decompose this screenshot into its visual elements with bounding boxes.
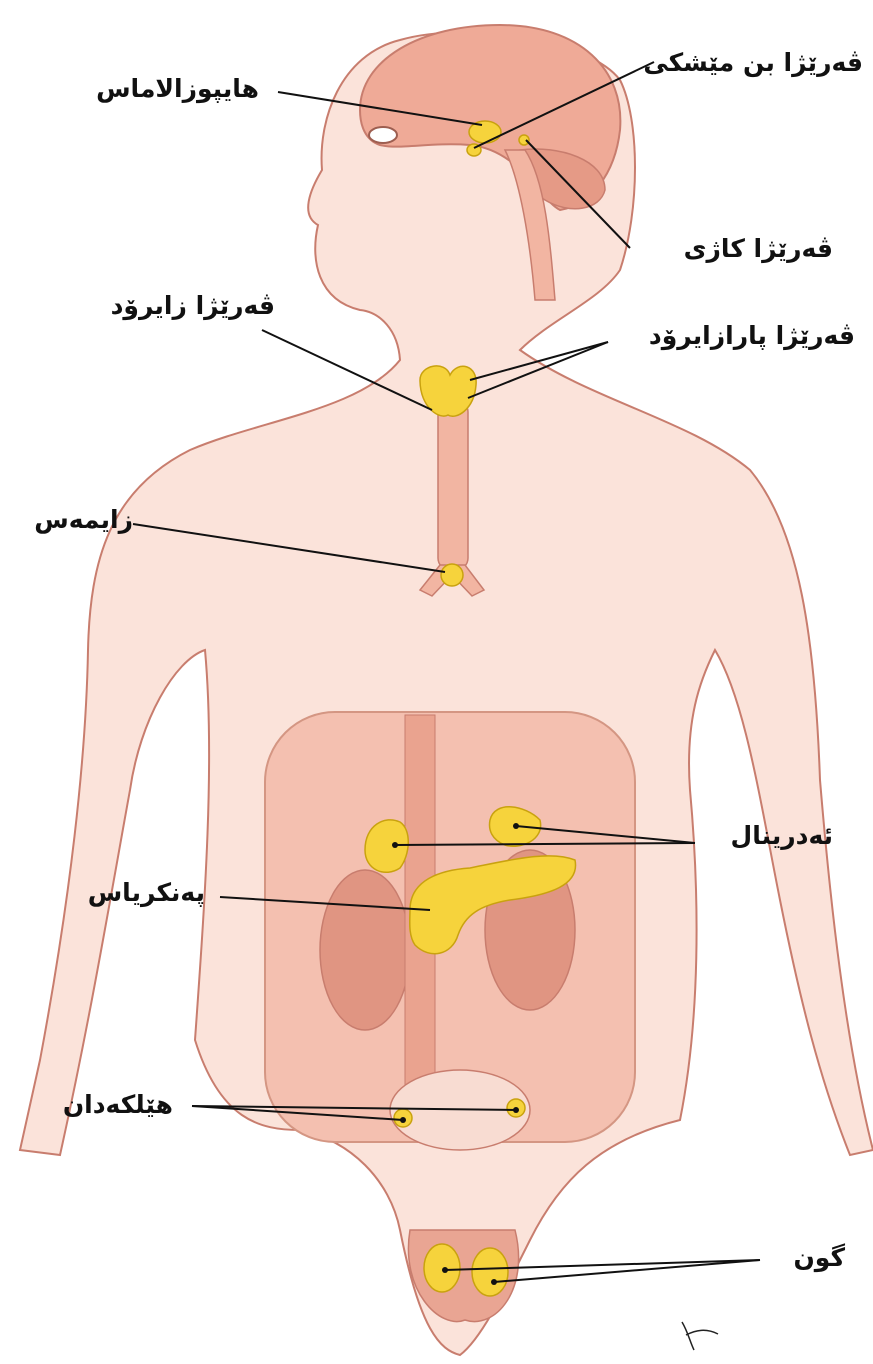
label-thymus: زایمەس xyxy=(34,507,133,532)
label-ovaries: هێلکەدان xyxy=(63,1092,173,1117)
label-parathyroid: ڤەرێژا پارازایرۆد xyxy=(649,323,855,348)
marker-testis-left xyxy=(442,1267,448,1273)
label-adrenal: ئەدرینال xyxy=(731,823,833,848)
left-testis xyxy=(424,1244,460,1292)
marker-ovary-left xyxy=(400,1117,406,1123)
label-testes: گون xyxy=(793,1245,845,1270)
label-pineal: ڤەرێژا کاژی xyxy=(684,236,833,261)
label-thyroid: ڤەرێژا زایرۆد xyxy=(111,293,275,318)
pineal-gland xyxy=(519,135,529,145)
marker-adrenal-right xyxy=(513,823,519,829)
marker-adrenal-left xyxy=(392,842,398,848)
label-pancreas: پەنکریاس xyxy=(88,880,205,905)
artist-signature xyxy=(682,1322,718,1350)
left-kidney xyxy=(320,870,410,1030)
thymus-gland xyxy=(441,564,463,586)
eye xyxy=(369,127,397,143)
marker-testis-right xyxy=(491,1279,497,1285)
label-hypothalamus: هایپوزالاماس xyxy=(96,76,259,101)
right-testis xyxy=(472,1248,508,1296)
trachea xyxy=(438,400,468,570)
marker-ovary-right xyxy=(513,1107,519,1113)
label-pituitary: ڤەرێژا بن مێشکی xyxy=(643,50,863,75)
body-outline xyxy=(20,32,873,1355)
